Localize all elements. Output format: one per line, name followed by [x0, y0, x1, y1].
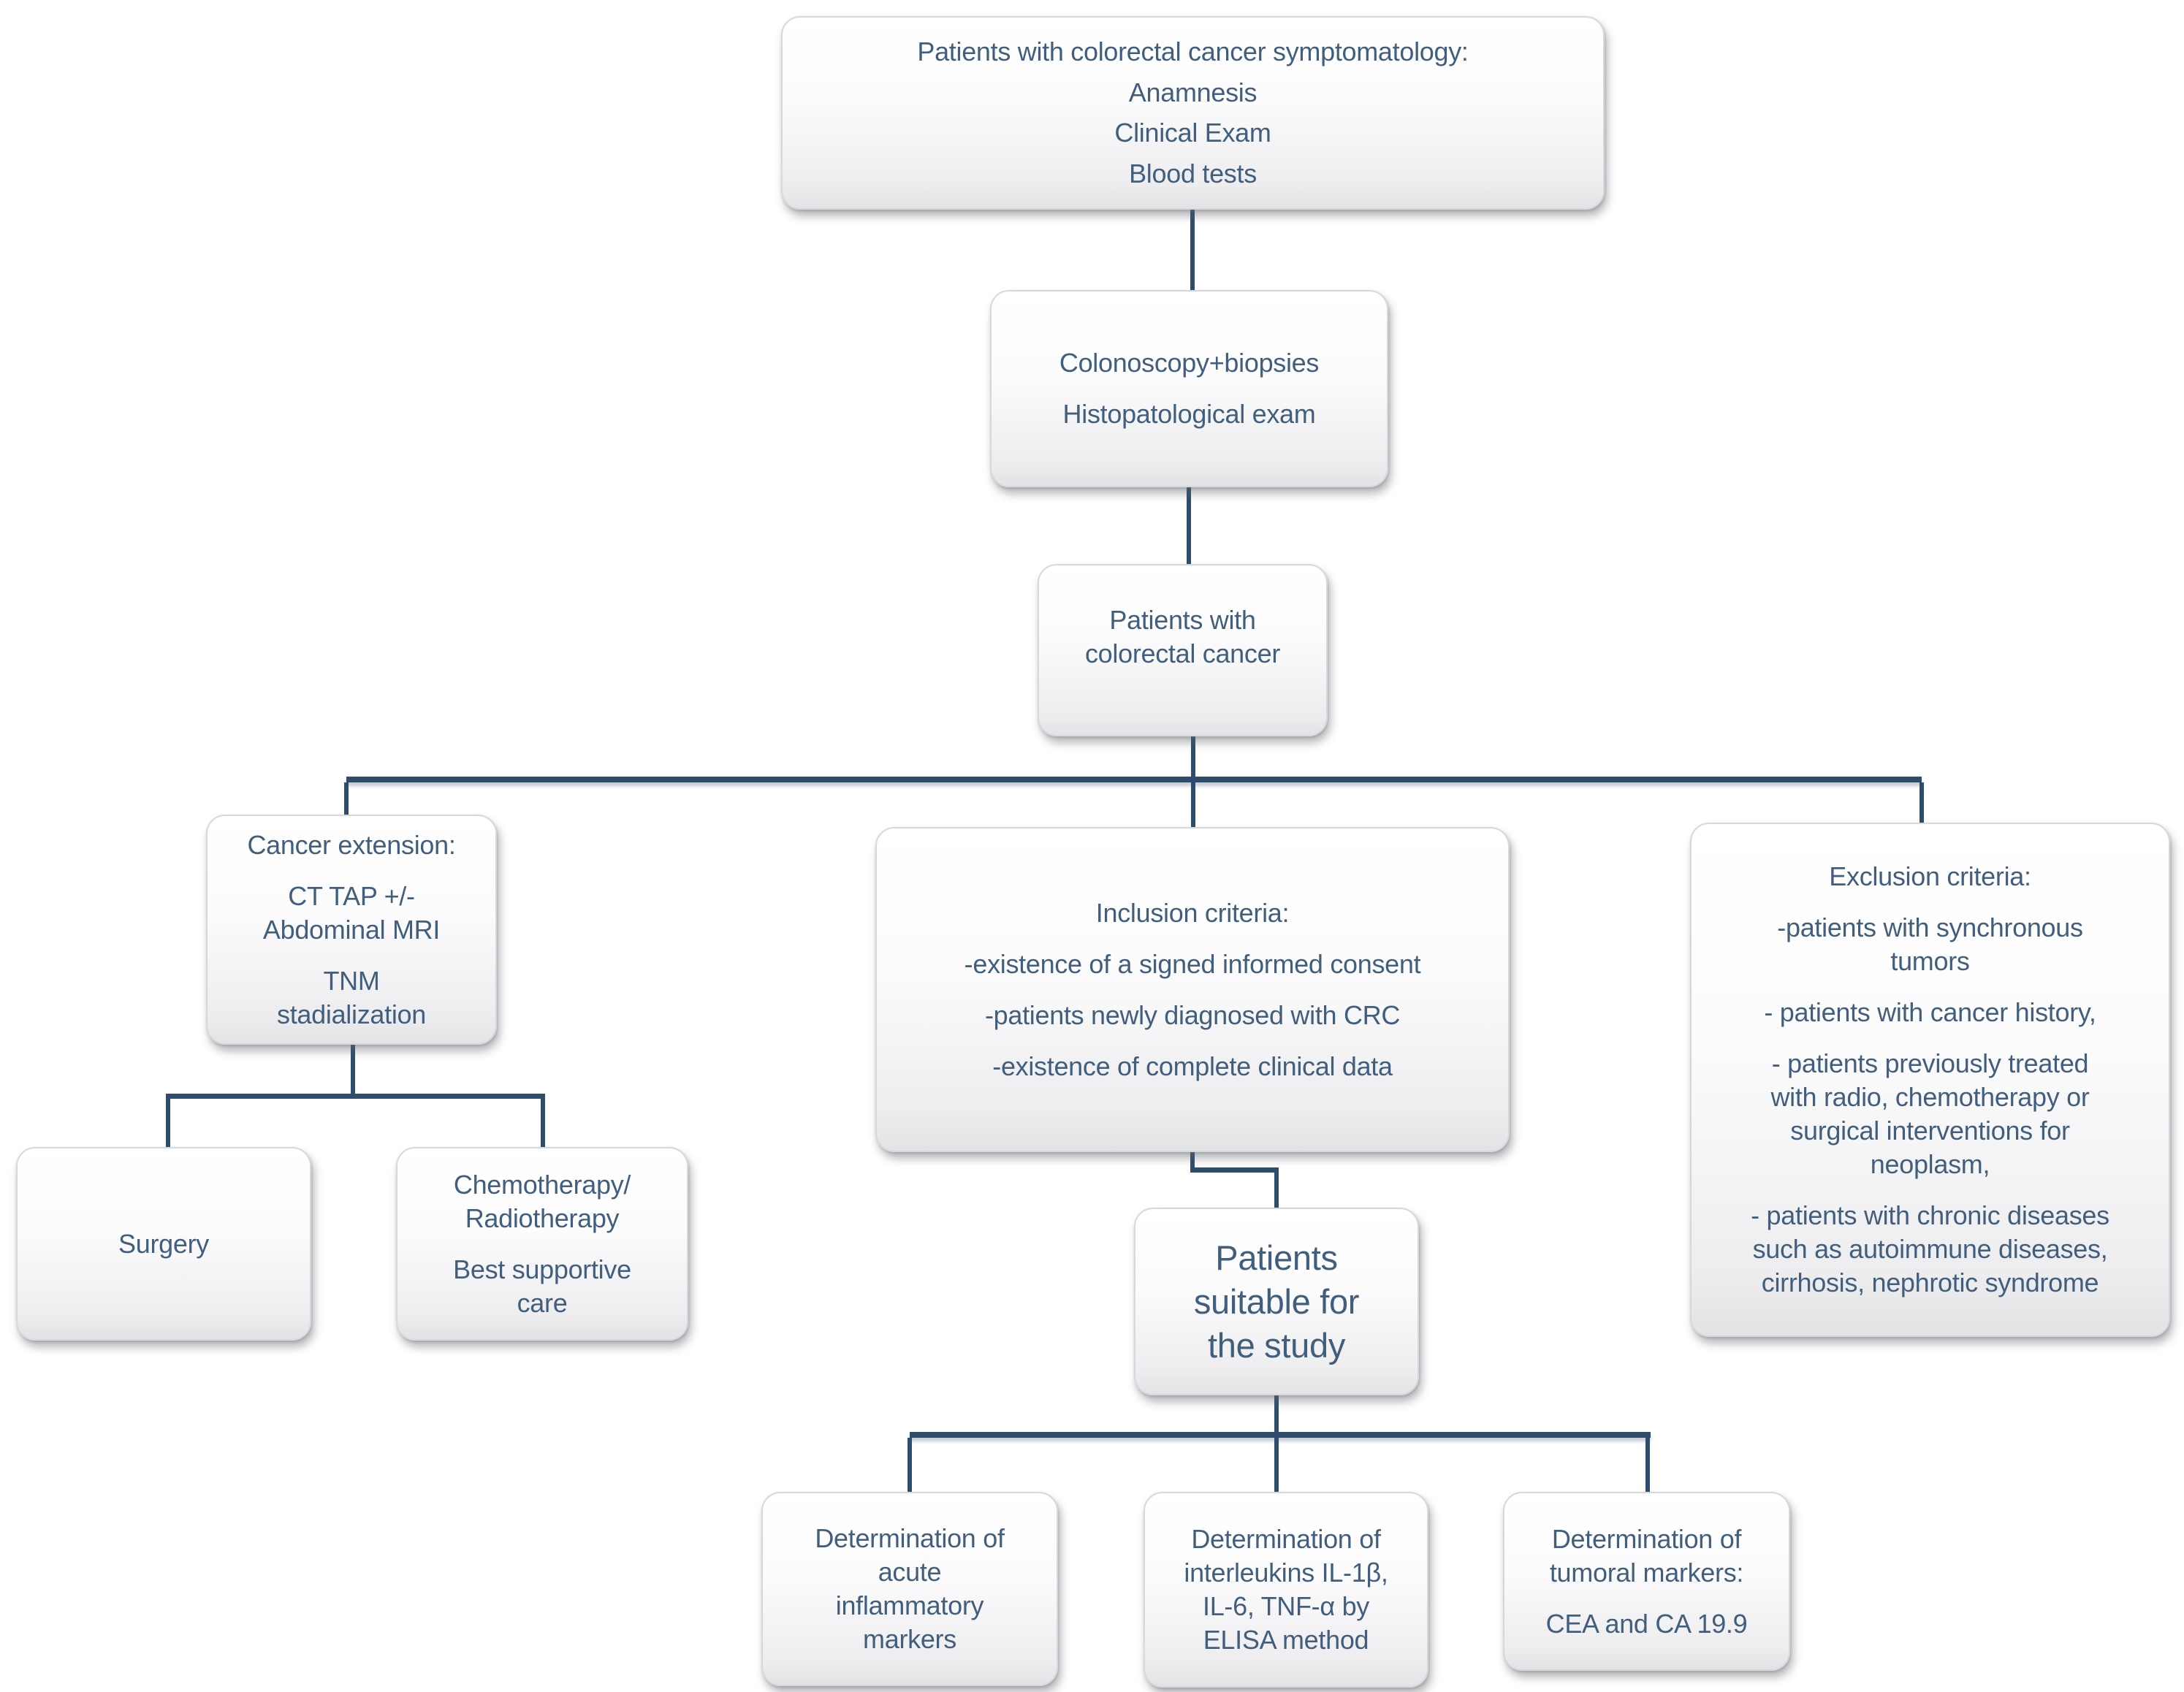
node-line: TNM: [323, 965, 380, 996]
node-line: Determination of: [1191, 1524, 1381, 1554]
node-line: -existence of complete clinical data: [992, 1051, 1393, 1081]
node-symptomatology: Patients with colorectal cancer symptoma…: [781, 16, 1605, 210]
node-line: Exclusion criteria:: [1829, 861, 2031, 891]
connector-inclusion-elbow-v2: [1274, 1173, 1279, 1209]
node-line: Radiotherapy: [465, 1203, 620, 1233]
node-line: CT TAP +/-: [288, 880, 415, 911]
node-line: inflammatory: [835, 1590, 984, 1620]
node-line: Abdominal MRI: [262, 914, 441, 945]
node-line: -existence of a signed informed consent: [964, 948, 1421, 979]
node-exclusion-criteria: Exclusion criteria: -patients with synch…: [1690, 823, 2170, 1337]
connector-drop-inclusion: [1191, 782, 1195, 827]
node-line: such as autoimmune diseases,: [1752, 1234, 2108, 1264]
node-line: with radio, chemotherapy or: [1770, 1082, 2090, 1112]
node-cancer-extension: Cancer extension: CT TAP +/- Abdominal M…: [206, 815, 497, 1045]
connector-drop-det-interleukins: [1274, 1438, 1279, 1492]
node-colonoscopy: Colonoscopy+biopsies Histopatological ex…: [990, 290, 1388, 487]
node-line: stadialization: [277, 999, 426, 1029]
node-line: interleukins IL-1β,: [1184, 1558, 1388, 1588]
node-line: cirrhosis, nephrotic syndrome: [1761, 1268, 2099, 1297]
node-line: Anamnesis: [1128, 77, 1257, 107]
connector-colonoscopy-patients: [1187, 487, 1191, 564]
connector-suitable-stem: [1274, 1394, 1279, 1435]
connector-determination-horizontal: [910, 1432, 1651, 1438]
node-line: acute: [878, 1557, 942, 1587]
node-line: tumoral markers:: [1549, 1557, 1744, 1588]
node-line: Cancer extension:: [247, 829, 456, 860]
node-patients-crc: Patients with colorectal cancer: [1038, 564, 1328, 736]
node-patients-suitable: Patients suitable for the study: [1134, 1208, 1419, 1395]
connector-symptomatology-colonoscopy: [1190, 210, 1195, 290]
connector-drop-det-acute: [908, 1438, 912, 1492]
node-det-interleukins: Determination of interleukins IL-1β, IL-…: [1144, 1492, 1428, 1688]
connector-drop-surgery: [166, 1099, 170, 1148]
node-surgery: Surgery: [16, 1147, 311, 1341]
node-line: tumors: [1890, 946, 1970, 976]
connector-drop-cancer-extension: [344, 782, 349, 818]
node-line: colorectal cancer: [1084, 639, 1281, 668]
node-line: Patients with: [1109, 605, 1256, 635]
node-line: neoplasm,: [1870, 1149, 1990, 1179]
node-line: IL-6, TNF-α by: [1203, 1591, 1369, 1621]
node-line: Colonoscopy+biopsies: [1059, 348, 1320, 378]
node-line: Chemotherapy/: [453, 1169, 631, 1200]
connector-inclusion-elbow-h: [1190, 1167, 1279, 1173]
node-line: the study: [1207, 1325, 1346, 1365]
node-line: Histopatological exam: [1062, 399, 1316, 429]
connector-inclusion-elbow-v1: [1190, 1151, 1195, 1171]
node-line: - patients previously treated: [1771, 1048, 2089, 1078]
connector-patients-branch-stem: [1191, 736, 1195, 778]
node-line: ELISA method: [1203, 1625, 1369, 1655]
node-line: -patients newly diagnosed with CRC: [984, 999, 1401, 1030]
node-line: - patients with cancer history,: [1764, 997, 2096, 1027]
node-line: Patients: [1215, 1238, 1338, 1277]
node-line: Determination of: [1551, 1523, 1742, 1554]
connector-drop-chemo: [541, 1099, 545, 1148]
connector-drop-exclusion: [1919, 782, 1924, 824]
node-det-acute-markers: Determination of acute inflammatory mark…: [761, 1492, 1058, 1686]
connector-extension-horizontal: [166, 1094, 545, 1099]
node-line: surgical interventions for: [1790, 1116, 2070, 1146]
node-line: markers: [863, 1624, 956, 1654]
node-line: - patients with chronic diseases: [1751, 1200, 2109, 1230]
node-line: Best supportive: [453, 1254, 631, 1284]
connector-extension-stem: [351, 1045, 355, 1096]
node-line: CEA and CA 19.9: [1545, 1608, 1748, 1639]
node-line: Blood tests: [1129, 159, 1257, 189]
node-line: Determination of: [815, 1523, 1005, 1553]
node-chemo-radio: Chemotherapy/ Radiotherapy Best supporti…: [396, 1147, 688, 1341]
node-det-tumoral-markers: Determination of tumoral markers: CEA an…: [1503, 1492, 1790, 1671]
node-line: Clinical Exam: [1114, 118, 1271, 148]
connector-branch-horizontal: [346, 777, 1922, 782]
node-inclusion-criteria: Inclusion criteria: -existence of a sign…: [875, 827, 1510, 1152]
connector-drop-det-tumoral: [1645, 1438, 1650, 1492]
node-line: -patients with synchronous: [1777, 912, 2083, 942]
node-line: Surgery: [118, 1228, 209, 1259]
node-line: suitable for: [1193, 1281, 1360, 1321]
node-line: Patients with colorectal cancer symptoma…: [917, 36, 1469, 66]
node-line: care: [517, 1287, 568, 1318]
node-line: Inclusion criteria:: [1095, 897, 1290, 928]
